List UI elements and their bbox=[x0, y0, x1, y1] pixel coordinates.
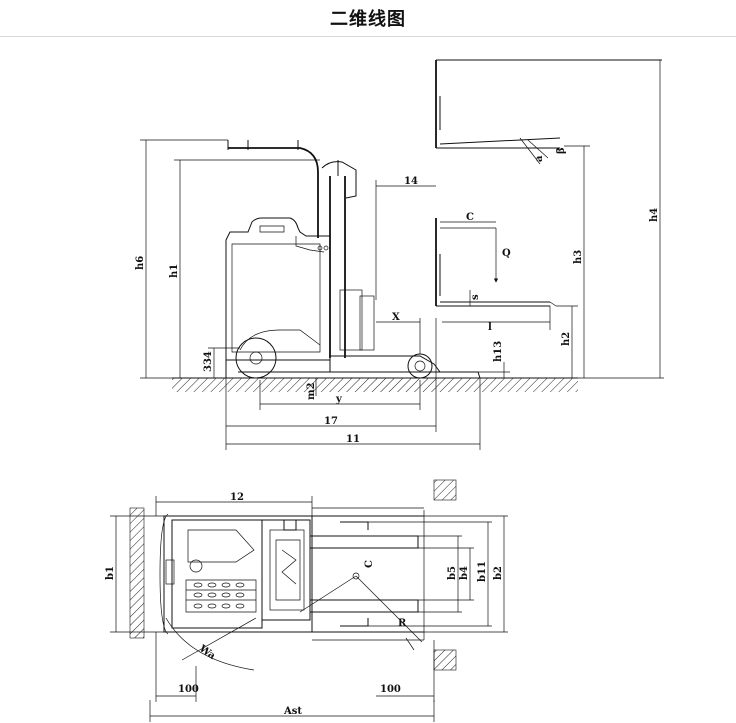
mast-side bbox=[321, 160, 375, 358]
lower-forks bbox=[435, 218, 557, 307]
top-dimensions bbox=[110, 496, 508, 722]
side-view: h6 h1 334 14 C Q s l X h2 h3 h4 h13 y 17… bbox=[135, 59, 664, 450]
label-b4: b4 bbox=[459, 566, 470, 580]
label-r: R bbox=[398, 618, 407, 629]
label-17: 17 bbox=[324, 416, 338, 427]
label-a: a bbox=[534, 155, 545, 162]
page-header: 二维线图 bbox=[0, 0, 736, 37]
label-14: 14 bbox=[404, 176, 418, 187]
label-h1: h1 bbox=[169, 264, 180, 278]
label-m2: m2 bbox=[306, 382, 317, 400]
label-12: 12 bbox=[230, 492, 244, 503]
turning-radius bbox=[165, 572, 423, 671]
label-b2: b2 bbox=[493, 566, 504, 580]
truck-body-top bbox=[159, 513, 313, 635]
label-h2: h2 bbox=[561, 332, 572, 346]
label-c-top: C bbox=[364, 560, 375, 568]
top-labels: 12 b1 b5 b4 b11 b2 C Wa R 100 100 Ast bbox=[105, 492, 504, 717]
label-b5: b5 bbox=[447, 566, 458, 580]
base-leg bbox=[260, 353, 481, 379]
raised-forks bbox=[435, 59, 662, 165]
label-h4: h4 bbox=[649, 208, 660, 222]
label-h13: h13 bbox=[493, 341, 504, 362]
label-l: l bbox=[488, 322, 492, 333]
label-ast: Ast bbox=[283, 706, 302, 717]
label-q: Q bbox=[502, 248, 511, 259]
label-x: X bbox=[392, 312, 400, 323]
label-c-side: C bbox=[466, 212, 474, 223]
legs-and-forks bbox=[310, 507, 425, 641]
label-y: y bbox=[335, 394, 343, 405]
side-dimensions bbox=[140, 60, 664, 450]
label-100-left: 100 bbox=[178, 684, 199, 695]
label-b1: b1 bbox=[105, 566, 116, 580]
left-wall bbox=[129, 507, 145, 639]
truck-body-side bbox=[225, 140, 331, 379]
side-labels: h6 h1 334 14 C Q s l X h2 h3 h4 h13 y 17… bbox=[135, 147, 660, 445]
label-b11: b11 bbox=[477, 561, 488, 582]
bottom-wall bbox=[433, 649, 457, 671]
label-b: β bbox=[556, 147, 567, 154]
page-title: 二维线图 bbox=[330, 9, 406, 30]
label-h3: h3 bbox=[573, 250, 584, 264]
top-view: 12 b1 b5 b4 b11 b2 C Wa R 100 100 Ast bbox=[105, 479, 508, 722]
top-wall bbox=[433, 479, 457, 501]
label-h6: h6 bbox=[135, 256, 146, 270]
ground-line bbox=[172, 377, 578, 392]
label-11: 11 bbox=[346, 434, 360, 445]
label-334: 334 bbox=[203, 351, 214, 372]
battery-cells bbox=[185, 579, 257, 613]
label-100-right: 100 bbox=[380, 684, 401, 695]
label-s: s bbox=[470, 294, 481, 300]
